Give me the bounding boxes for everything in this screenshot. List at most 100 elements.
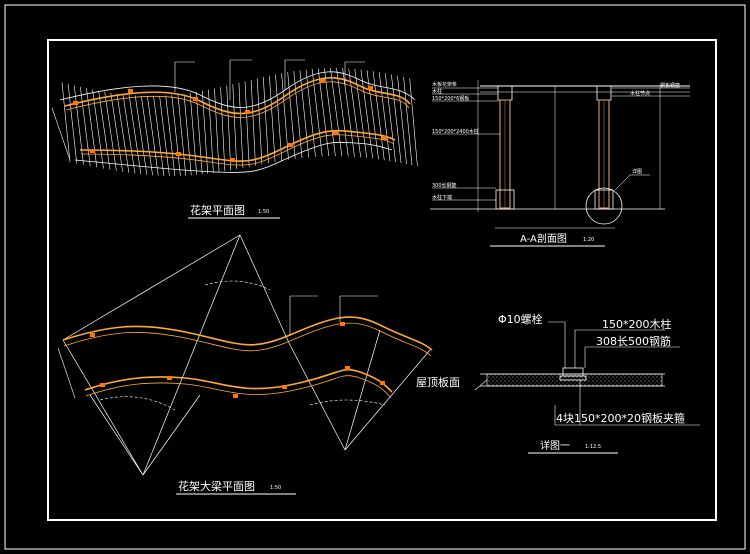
- pergola-slat: [342, 68, 355, 157]
- pergola-slat: [80, 86, 91, 167]
- detail-one-title: 详图一: [540, 439, 570, 452]
- beam-joints: [90, 322, 385, 398]
- beam-upper-2: [63, 322, 432, 357]
- plan-beam-upper-2: [65, 81, 410, 118]
- pergola-slat: [189, 92, 197, 175]
- section-label-6: 木柱下端: [432, 194, 452, 201]
- plan-beam-lower: [79, 129, 396, 162]
- pergola-slat: [208, 89, 214, 173]
- beam-plan-title: 花架大梁平面图: [178, 479, 255, 493]
- detail-label-plates: 4块150*200*20钢板夹箍: [556, 411, 685, 425]
- pergola-slat: [183, 93, 192, 176]
- section-aa-scale: 1:20: [583, 237, 594, 243]
- pergola-slat: [275, 74, 283, 161]
- section-label-right-1: 钢板钢筋: [660, 82, 680, 89]
- beam-arc-top: [204, 280, 271, 291]
- pergola-slat: [153, 95, 165, 176]
- pergola-slat: [220, 87, 226, 172]
- plan-joints: [73, 79, 387, 162]
- pergola-slat: [73, 85, 84, 165]
- section-leader-lines: [432, 87, 690, 201]
- pergola-slat: [232, 84, 238, 170]
- beam-arc-right: [309, 399, 386, 406]
- section-left-base: [495, 189, 515, 210]
- beam-arc-left: [99, 396, 176, 411]
- pergola-slat: [134, 95, 148, 175]
- beam-dim-left: [57, 347, 76, 399]
- section-label-1: 木板花架条: [432, 81, 457, 88]
- section-right-base: [594, 189, 614, 210]
- pergola-slat: [238, 82, 244, 169]
- pergola-slat: [281, 73, 289, 160]
- pergola-slat: [128, 94, 142, 175]
- section-detail-circle: [585, 187, 623, 225]
- inner-frame: [47, 39, 717, 521]
- pergola-slat: [159, 95, 170, 177]
- detail-steel-plate: [559, 375, 587, 381]
- pergola-slat: [98, 90, 111, 170]
- detail-leaders: [474, 321, 700, 426]
- pergola-slat: [378, 72, 391, 162]
- pergola-slat: [250, 79, 256, 166]
- pergola-slat: [409, 78, 418, 167]
- detail-label-roof: 屋顶板面: [416, 375, 460, 389]
- pergola-slat: [226, 85, 232, 171]
- pergola-slat: [403, 77, 413, 166]
- pergola-slat: [165, 95, 176, 177]
- pergola-slat: [397, 75, 407, 165]
- pergola-slat: [299, 70, 310, 158]
- pergola-slat: [287, 72, 296, 159]
- plan-beam-upper: [64, 77, 411, 115]
- beam-lower-2: [85, 375, 392, 399]
- section-label-right-3: 详图: [632, 168, 642, 175]
- pergola-slat: [330, 67, 343, 157]
- pergola-slat: [366, 70, 379, 160]
- plan-view-title: 花架平面图: [190, 204, 245, 217]
- pergola-plan-view: 花架平面图 1:50: [51, 59, 418, 219]
- beam-upper: [62, 316, 433, 351]
- plan-beam-lower-2: [80, 134, 395, 166]
- pergola-slat: [324, 68, 336, 157]
- beam-fan-right: [289, 329, 431, 451]
- beam-callout-ticks: [289, 295, 378, 335]
- section-right-cap: [596, 85, 612, 101]
- beam-plan-scale: 1:50: [270, 485, 281, 491]
- pergola-slat: [348, 68, 361, 158]
- plan-dim-left: [51, 107, 71, 161]
- detail-label-bolt: Φ10螺栓: [498, 312, 543, 326]
- section-label-4: 150*200*2400木柱: [432, 128, 479, 135]
- detail-label-rebar: 308长500钢筋: [596, 334, 671, 348]
- pergola-slat: [263, 77, 269, 164]
- pergola-slat: [214, 88, 220, 173]
- pergola-slat: [110, 92, 123, 172]
- detail-one-scale: 1:12.5: [585, 444, 601, 450]
- pergola-slat: [202, 90, 209, 174]
- beam-lower: [84, 368, 393, 393]
- pergola-slat: [360, 69, 374, 159]
- section-label-3: 150*200*6钢板: [432, 95, 469, 102]
- pergola-slat: [116, 93, 130, 173]
- plan-outer-edge-top: [59, 71, 416, 108]
- section-aa-view: 木板花架条 木柱 150*200*6钢板 150*200*2400木柱 300长…: [430, 80, 690, 247]
- pergola-slat: [61, 82, 71, 163]
- pergola-slat: [256, 78, 263, 165]
- pergola-slat: [391, 74, 402, 164]
- pergola-slat: [244, 81, 250, 167]
- plan-view-scale: 1:50: [258, 209, 269, 215]
- pergola-slat: [147, 95, 159, 176]
- pergola-slat: [67, 83, 78, 164]
- pergola-slat: [293, 71, 303, 158]
- pergola-slat: [269, 75, 276, 162]
- detail-label-column: 150*200木柱: [602, 317, 672, 331]
- beam-fan-lower-left: [62, 339, 201, 476]
- section-label-right-2: 木柱节点: [630, 90, 650, 97]
- pergola-slat: [141, 95, 153, 176]
- outer-frame: [4, 4, 746, 550]
- section-label-5: 300长钢筋: [432, 182, 457, 189]
- plan-outer-edge-bottom: [74, 141, 393, 173]
- section-label-2: 木柱: [432, 88, 442, 95]
- pergola-slat: [311, 68, 323, 157]
- pergola-slat: [305, 69, 316, 157]
- pergola-slats: [61, 67, 418, 177]
